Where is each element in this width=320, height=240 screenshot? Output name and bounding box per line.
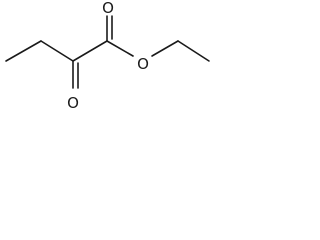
bond-c4-c3 xyxy=(5,40,42,62)
atom-ester-carbonyl-oxygen: O xyxy=(102,0,114,17)
bond-c2-c1 xyxy=(72,40,108,62)
bond-c1-o-ester xyxy=(106,40,134,57)
bond-o-ch2 xyxy=(151,40,179,57)
ethyl-2-oxobutanoate-structure: O O O xyxy=(5,0,210,112)
bond-c3-c2 xyxy=(40,40,74,62)
atom-ester-oxygen: O xyxy=(137,55,149,73)
bond-ch2-ch3 xyxy=(177,40,210,62)
atom-ketone-oxygen: O xyxy=(67,94,79,112)
